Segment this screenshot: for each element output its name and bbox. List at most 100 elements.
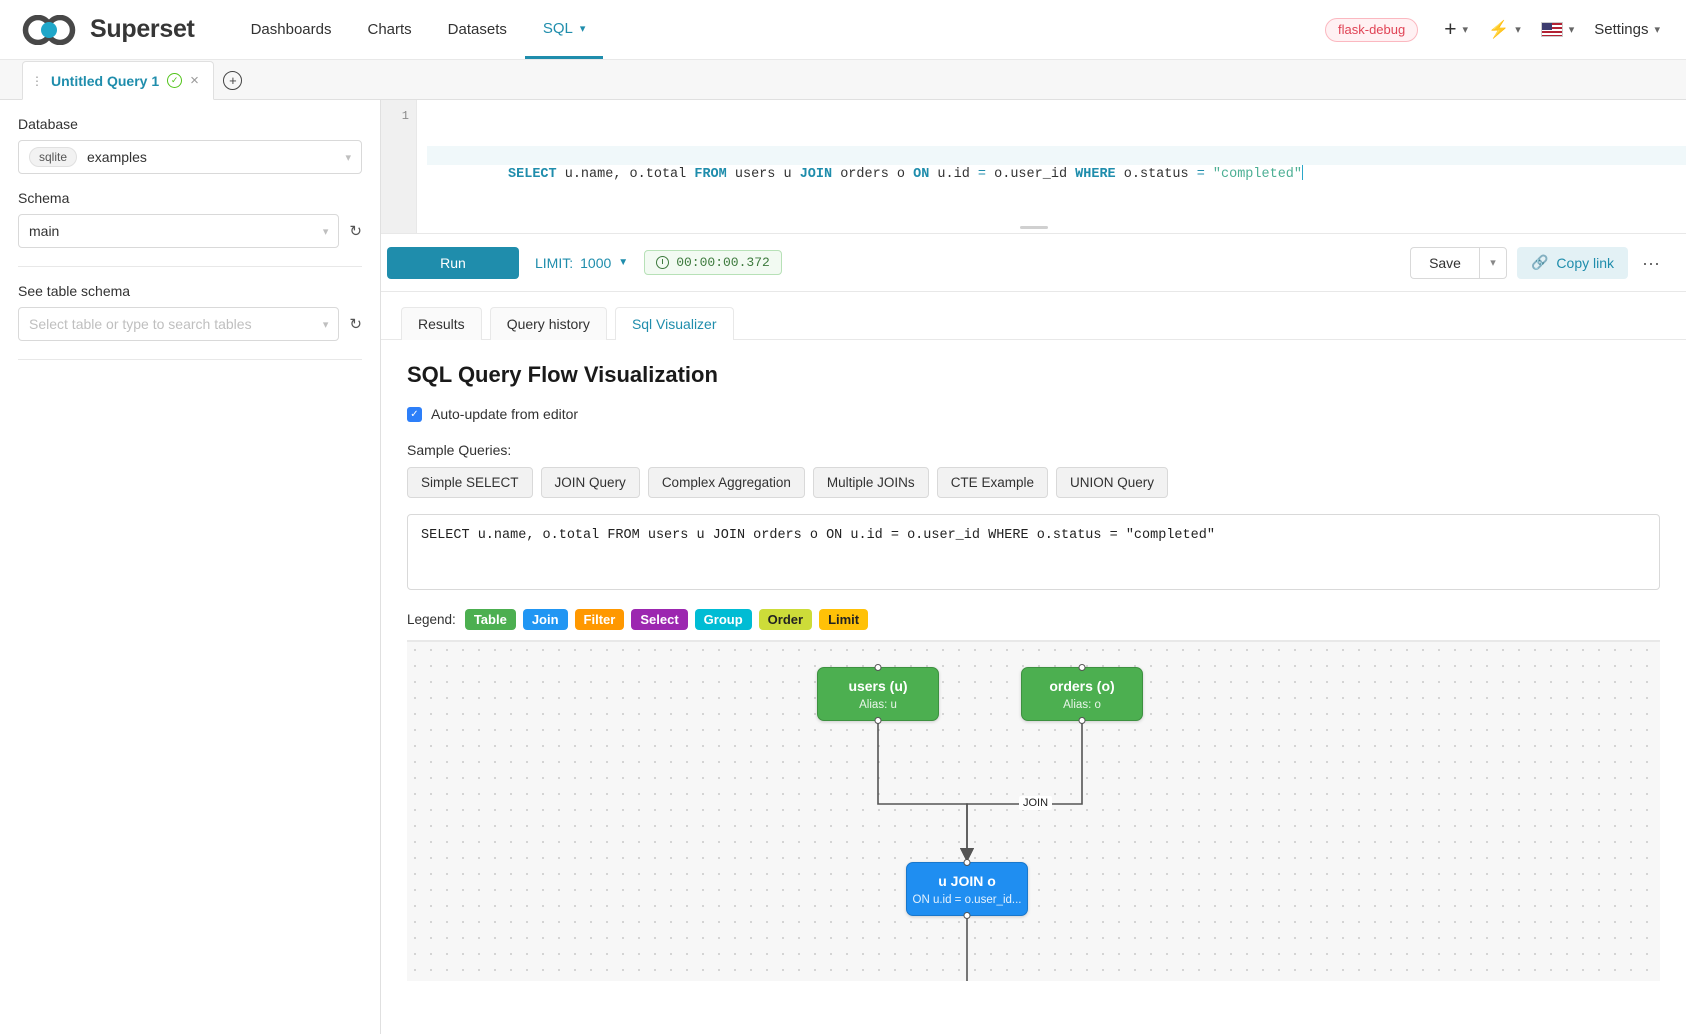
run-button[interactable]: Run: [387, 246, 519, 279]
chevron-down-icon: ▾: [1515, 24, 1521, 36]
brand-name: Superset: [90, 15, 195, 43]
limit-dropdown[interactable]: LIMIT: 1000 ▼: [535, 255, 628, 271]
flow-edge-label-join: JOIN: [1019, 796, 1053, 810]
chevron-down-icon: ▾: [345, 151, 351, 164]
drag-handle-icon[interactable]: ⋮: [31, 73, 43, 88]
sidebar-divider-2: [18, 359, 362, 360]
sample-button-multiple-joins[interactable]: Multiple JOINs: [812, 467, 929, 498]
settings-menu[interactable]: Settings ▾: [1586, 15, 1668, 44]
plus-icon: +: [1444, 18, 1457, 41]
chevron-down-icon: ▾: [322, 318, 329, 331]
chevron-down-icon: ▾: [579, 22, 586, 35]
sql-editor[interactable]: 1 SELECT u.name, o.total FROM users u JO…: [381, 100, 1686, 234]
limit-label: LIMIT:: [535, 254, 574, 271]
schema-field: Schema main ▾ ↻: [18, 190, 362, 248]
limit-value: 1000: [580, 254, 612, 271]
schema-label: Schema: [18, 190, 70, 206]
brand-logo-group[interactable]: Superset: [22, 14, 195, 45]
close-icon[interactable]: ×: [190, 72, 199, 89]
sample-button-simple-select[interactable]: Simple SELECT: [407, 467, 533, 498]
editor-code-area[interactable]: SELECT u.name, o.total FROM users u JOIN…: [417, 100, 1686, 233]
save-dropdown-button[interactable]: ▾: [1478, 246, 1507, 279]
superset-logo-icon: [22, 14, 80, 45]
flow-node-title: u JOIN o: [938, 872, 996, 889]
database-select-row: sqlite examples ▾: [18, 140, 362, 174]
flow-node-users[interactable]: users (u) Alias: u: [817, 664, 939, 724]
flow-node-orders[interactable]: orders (o)Alias: o: [1021, 664, 1143, 724]
flag-icon: [1540, 22, 1563, 37]
result-tabs: Results Query history Sql Visualizer: [381, 292, 1686, 340]
flow-node-subtitle: ON u.id = o.user_id...: [912, 894, 1022, 907]
flow-handle-top[interactable]: [1078, 664, 1086, 671]
legend-chip-group: Group: [694, 609, 752, 630]
nav-link-datasets[interactable]: Datasets: [447, 21, 507, 38]
flow-node-title: users (u): [848, 677, 908, 694]
sample-button-union-query[interactable]: UNION Query: [1055, 467, 1168, 498]
new-item-button[interactable]: + ▾: [1436, 13, 1476, 46]
database-select[interactable]: sqlite examples ▾: [18, 140, 362, 174]
tab-results[interactable]: Results: [401, 307, 482, 340]
table-schema-label: See table schema: [18, 283, 131, 299]
legend-chip-table: Table: [464, 609, 516, 630]
refresh-schema-icon[interactable]: ↻: [349, 222, 362, 240]
query-textarea[interactable]: [407, 514, 1660, 590]
refresh-tables-icon[interactable]: ↻: [349, 315, 362, 333]
clock-icon: [656, 256, 670, 269]
table-select-row: Select table or type to search tables ▾ …: [18, 307, 362, 341]
debug-badge: flask-debug: [1325, 17, 1419, 42]
page-title: SQL Query Flow Visualization: [407, 362, 718, 387]
nav-link-sql[interactable]: SQL ▾: [524, 0, 604, 59]
database-value: examples: [87, 149, 147, 165]
nav-link-charts[interactable]: Charts: [367, 21, 412, 38]
sample-button-cte-example[interactable]: CTE Example: [936, 467, 1048, 498]
check-circle-icon: ✓: [167, 73, 183, 88]
schema-value: main: [29, 223, 60, 239]
database-field: Database sqlite examples ▾: [18, 116, 362, 174]
more-options-icon[interactable]: ···: [1642, 252, 1660, 273]
flow-handle-top[interactable]: [963, 859, 971, 866]
language-picker[interactable]: ▾: [1533, 16, 1583, 43]
navbar-right: flask-debug + ▾ ⚡ ▾ ▾ Settings ▾: [1325, 13, 1668, 46]
query-tab-untitled-1[interactable]: ⋮ Untitled Query 1 ✓ ×: [22, 61, 214, 100]
legend-chip-select: Select: [631, 609, 688, 630]
top-navbar: Superset Dashboards Charts Datasets SQL …: [0, 0, 1686, 60]
editor-gutter: 1: [381, 100, 417, 233]
right-panel: 1 SELECT u.name, o.total FROM users u JO…: [381, 100, 1686, 1034]
add-query-tab-button[interactable]: +: [214, 61, 252, 100]
text-cursor: [1302, 165, 1304, 180]
copy-link-label: Copy link: [1556, 254, 1615, 271]
sample-queries-row: Simple SELECT JOIN Query Complex Aggrega…: [407, 467, 1660, 498]
tab-sql-visualizer[interactable]: Sql Visualizer: [614, 307, 734, 340]
flow-handle-bottom[interactable]: [874, 717, 882, 724]
auto-update-checkbox[interactable]: ✓: [407, 406, 422, 422]
legend-chip-order: Order: [758, 609, 813, 630]
table-select[interactable]: Select table or type to search tables ▾: [18, 307, 340, 341]
flow-handle-bottom[interactable]: [1078, 717, 1086, 724]
flow-node-subtitle: Alias: u: [859, 699, 897, 712]
nav-links: Dashboards Charts Datasets SQL ▾: [233, 0, 604, 59]
chevron-down-icon: ▾: [1654, 24, 1660, 36]
line-number: 1: [401, 109, 409, 123]
workspace: Database sqlite examples ▾ Schema main ▾…: [0, 100, 1686, 1034]
flow-canvas[interactable]: users (u) Alias: u orders (o)Alias: o u JOI…: [407, 641, 1660, 981]
legend-label: Legend:: [407, 612, 456, 627]
save-button[interactable]: Save: [1410, 246, 1479, 279]
legend-chip-join: Join: [522, 609, 568, 630]
flow-handle-top[interactable]: [874, 664, 882, 671]
flow-node-join[interactable]: u JOIN o ON u.id = o.user_id...: [906, 859, 1028, 919]
sample-button-complex-aggregation[interactable]: Complex Aggregation: [647, 467, 805, 498]
nav-link-dashboards[interactable]: Dashboards: [250, 21, 332, 38]
legend: Legend: Table Join Filter Select Group O…: [407, 609, 1660, 630]
plus-circle-icon: +: [223, 71, 243, 90]
copy-link-button[interactable]: 🔗 Copy link: [1516, 246, 1629, 279]
auto-update-row: ✓ Auto-update from editor: [407, 406, 1660, 422]
schema-select[interactable]: main ▾: [18, 214, 340, 248]
tab-query-history[interactable]: Query history: [489, 307, 607, 340]
sql-visualizer-panel: SQL Query Flow Visualization ✓ Auto-upda…: [381, 340, 1686, 1034]
sample-queries-label: Sample Queries:: [407, 442, 512, 458]
sample-button-join-query[interactable]: JOIN Query: [540, 467, 640, 498]
legend-chip-limit: Limit: [819, 609, 869, 630]
save-group: Save ▾: [1410, 246, 1507, 279]
flow-handle-bottom[interactable]: [963, 912, 971, 919]
quick-actions-button[interactable]: ⚡ ▾: [1480, 15, 1529, 44]
